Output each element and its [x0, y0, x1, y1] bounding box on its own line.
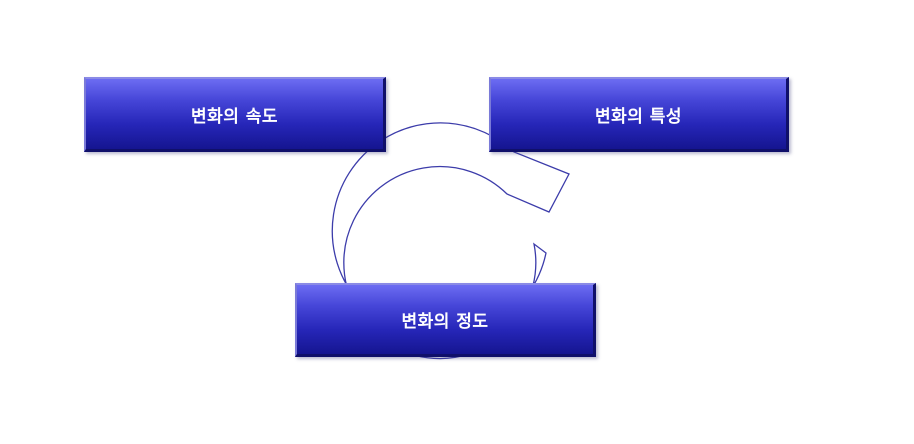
box-change-degree: 변화의 정도	[295, 283, 596, 357]
box-change-degree-label: 변화의 정도	[401, 312, 489, 332]
box-change-property-label: 변화의 특성	[594, 106, 683, 127]
box-change-speed: 변화의 속도	[84, 77, 386, 152]
box-change-property: 변화의 특성	[489, 77, 789, 152]
box-change-speed-label: 변화의 속도	[190, 106, 279, 127]
